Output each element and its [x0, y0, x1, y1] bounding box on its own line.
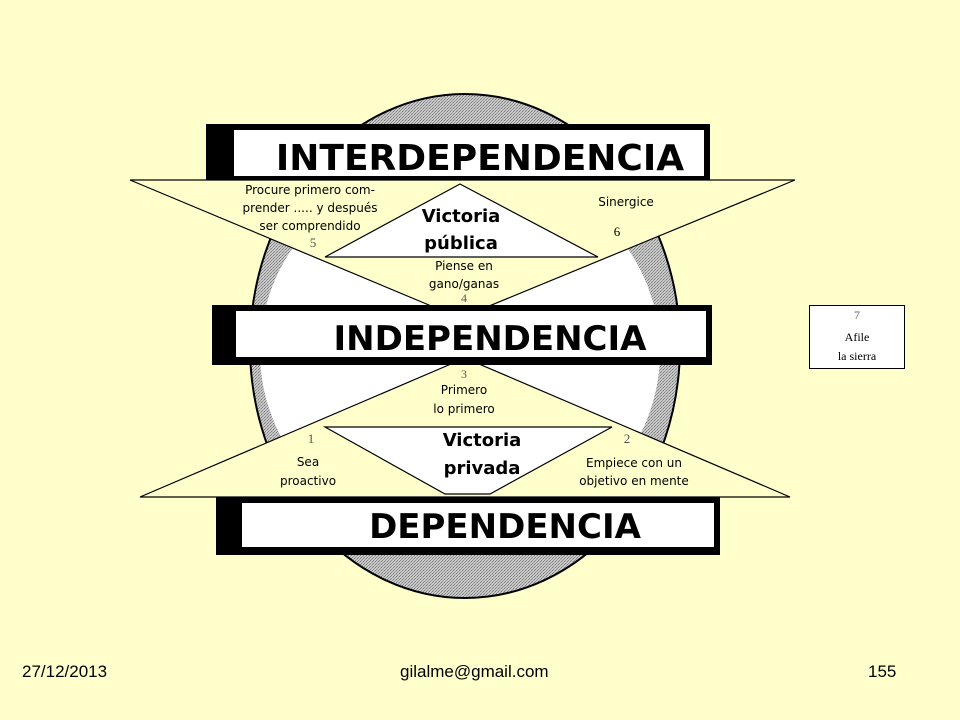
habit3-line2: lo primero — [433, 402, 494, 416]
private-victory-inner-triangle — [322, 426, 613, 495]
habit3-line1: Primero — [441, 383, 487, 397]
habit5-number: 5 — [310, 235, 317, 250]
footer-page-number: 155 — [868, 662, 897, 681]
dependencia-label: DEPENDENCIA — [369, 507, 642, 547]
habit6-line1: Sinergice — [598, 195, 654, 209]
interdependencia-label: INTERDEPENDENCIA — [276, 138, 684, 179]
dependencia-banner: DEPENDENCIA — [216, 497, 720, 555]
habit3-number: 3 — [461, 367, 467, 381]
habit1-number: 1 — [308, 431, 315, 446]
habit4-number: 4 — [461, 291, 467, 305]
habit5-line2: prender ..... y después — [243, 201, 378, 215]
victoria-publica-line2: pública — [424, 233, 498, 254]
victoria-privada-line2: privada — [444, 458, 521, 479]
afile-la-sierra-box: 7 Afile la sierra — [809, 305, 905, 369]
habit5-line3: ser comprendido — [259, 219, 360, 233]
habit4-line2: gano/ganas — [429, 277, 499, 291]
habit7-line1: Afile — [844, 330, 870, 344]
habit1-line2: proactivo — [280, 474, 336, 488]
victoria-privada-line1: Victoria — [443, 430, 522, 451]
habit7-line2: la sierra — [837, 349, 877, 363]
interdependencia-banner: INTERDEPENDENCIA — [206, 124, 710, 180]
victoria-publica-line1: Victoria — [422, 206, 501, 227]
habit2-line2: objetivo en mente — [579, 474, 689, 488]
habit6-number: 6 — [614, 224, 621, 239]
habit2-line1: Empiece con un — [586, 456, 682, 470]
footer-date: 27/12/2013 — [22, 662, 108, 681]
habit4-line1: Piense en — [435, 259, 493, 273]
habit7-number: 7 — [854, 308, 860, 322]
footer-email: gilalme@gmail.com — [400, 662, 549, 681]
public-victory-inner-triangle — [324, 183, 599, 258]
habit2-number: 2 — [624, 431, 631, 446]
habit5-line1: Procure primero com- — [245, 183, 375, 197]
independencia-label: INDEPENDENCIA — [334, 319, 648, 359]
habit1-line1: Sea — [297, 455, 319, 469]
independencia-banner: INDEPENDENCIA — [212, 305, 712, 365]
